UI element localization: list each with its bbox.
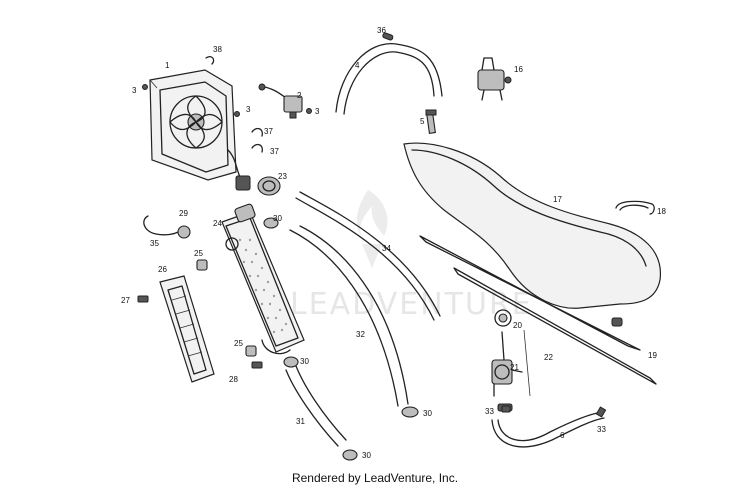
callout-35: 35 [150,239,159,248]
callout-5: 5 [420,117,425,126]
callout-30d: 30 [362,451,371,460]
clips-37 [251,127,263,153]
footer-credit: Rendered by LeadVenture, Inc. [291,471,459,485]
screws-33 [501,405,511,413]
callout-1: 1 [165,61,170,70]
hose-32 [289,225,409,407]
callout-29: 29 [179,209,188,218]
callout-32: 32 [356,330,365,339]
callout-18: 18 [657,207,666,216]
callout-labels: 1 2 3 3 3 4 5 6 16 17 18 19 20 21 22 23 … [121,26,666,460]
callout-23: 23 [278,172,287,181]
callout-36: 36 [377,26,386,35]
callout-24: 24 [213,219,222,228]
callout-3c: 3 [315,107,320,116]
bolt-5 [425,109,437,134]
callout-38: 38 [213,45,222,54]
callout-3a: 3 [132,86,137,95]
hose-31 [285,365,347,447]
bolts-27-28 [137,295,263,369]
callout-20: 20 [513,321,522,330]
callout-34: 34 [382,244,391,253]
overflow-hose [335,43,443,115]
nuts-25 [196,259,257,357]
callout-37b: 37 [270,147,279,156]
fan-connector [258,83,303,119]
callout-4: 4 [355,61,360,70]
callout-2: 2 [297,91,302,100]
callout-16: 16 [514,65,523,74]
callout-27: 27 [121,296,130,305]
fuel-tap [491,309,531,412]
callout-33b: 33 [597,425,606,434]
callout-33a: 33 [485,407,494,416]
screws-3 [142,84,312,117]
callout-6: 6 [560,431,565,440]
callout-25a: 25 [194,249,203,258]
radiator-cap [257,176,281,196]
radiator [221,203,305,355]
callout-37a: 37 [264,127,273,136]
callout-19: 19 [648,351,657,360]
callout-30b: 30 [300,357,309,366]
callout-28: 28 [229,375,238,384]
fuel-tank [403,142,661,327]
clamps-30 [263,217,419,461]
callout-26: 26 [158,265,167,274]
callout-30c: 30 [423,409,432,418]
callout-17: 17 [553,195,562,204]
side-strips [419,235,657,385]
callout-31: 31 [296,417,305,426]
callout-30a: 30 [273,214,282,223]
fuel-line [491,406,607,448]
radiator-guard [159,275,215,383]
callout-22: 22 [544,353,553,362]
callout-21: 21 [510,363,519,372]
hose-34 [295,191,441,321]
screws-38 [205,32,394,65]
callout-25b: 25 [234,339,243,348]
fan-assembly [149,69,251,191]
tank-handle [615,200,655,215]
callout-3b: 3 [246,105,251,114]
sensor-29 [143,215,191,239]
valve-16 [477,57,512,101]
